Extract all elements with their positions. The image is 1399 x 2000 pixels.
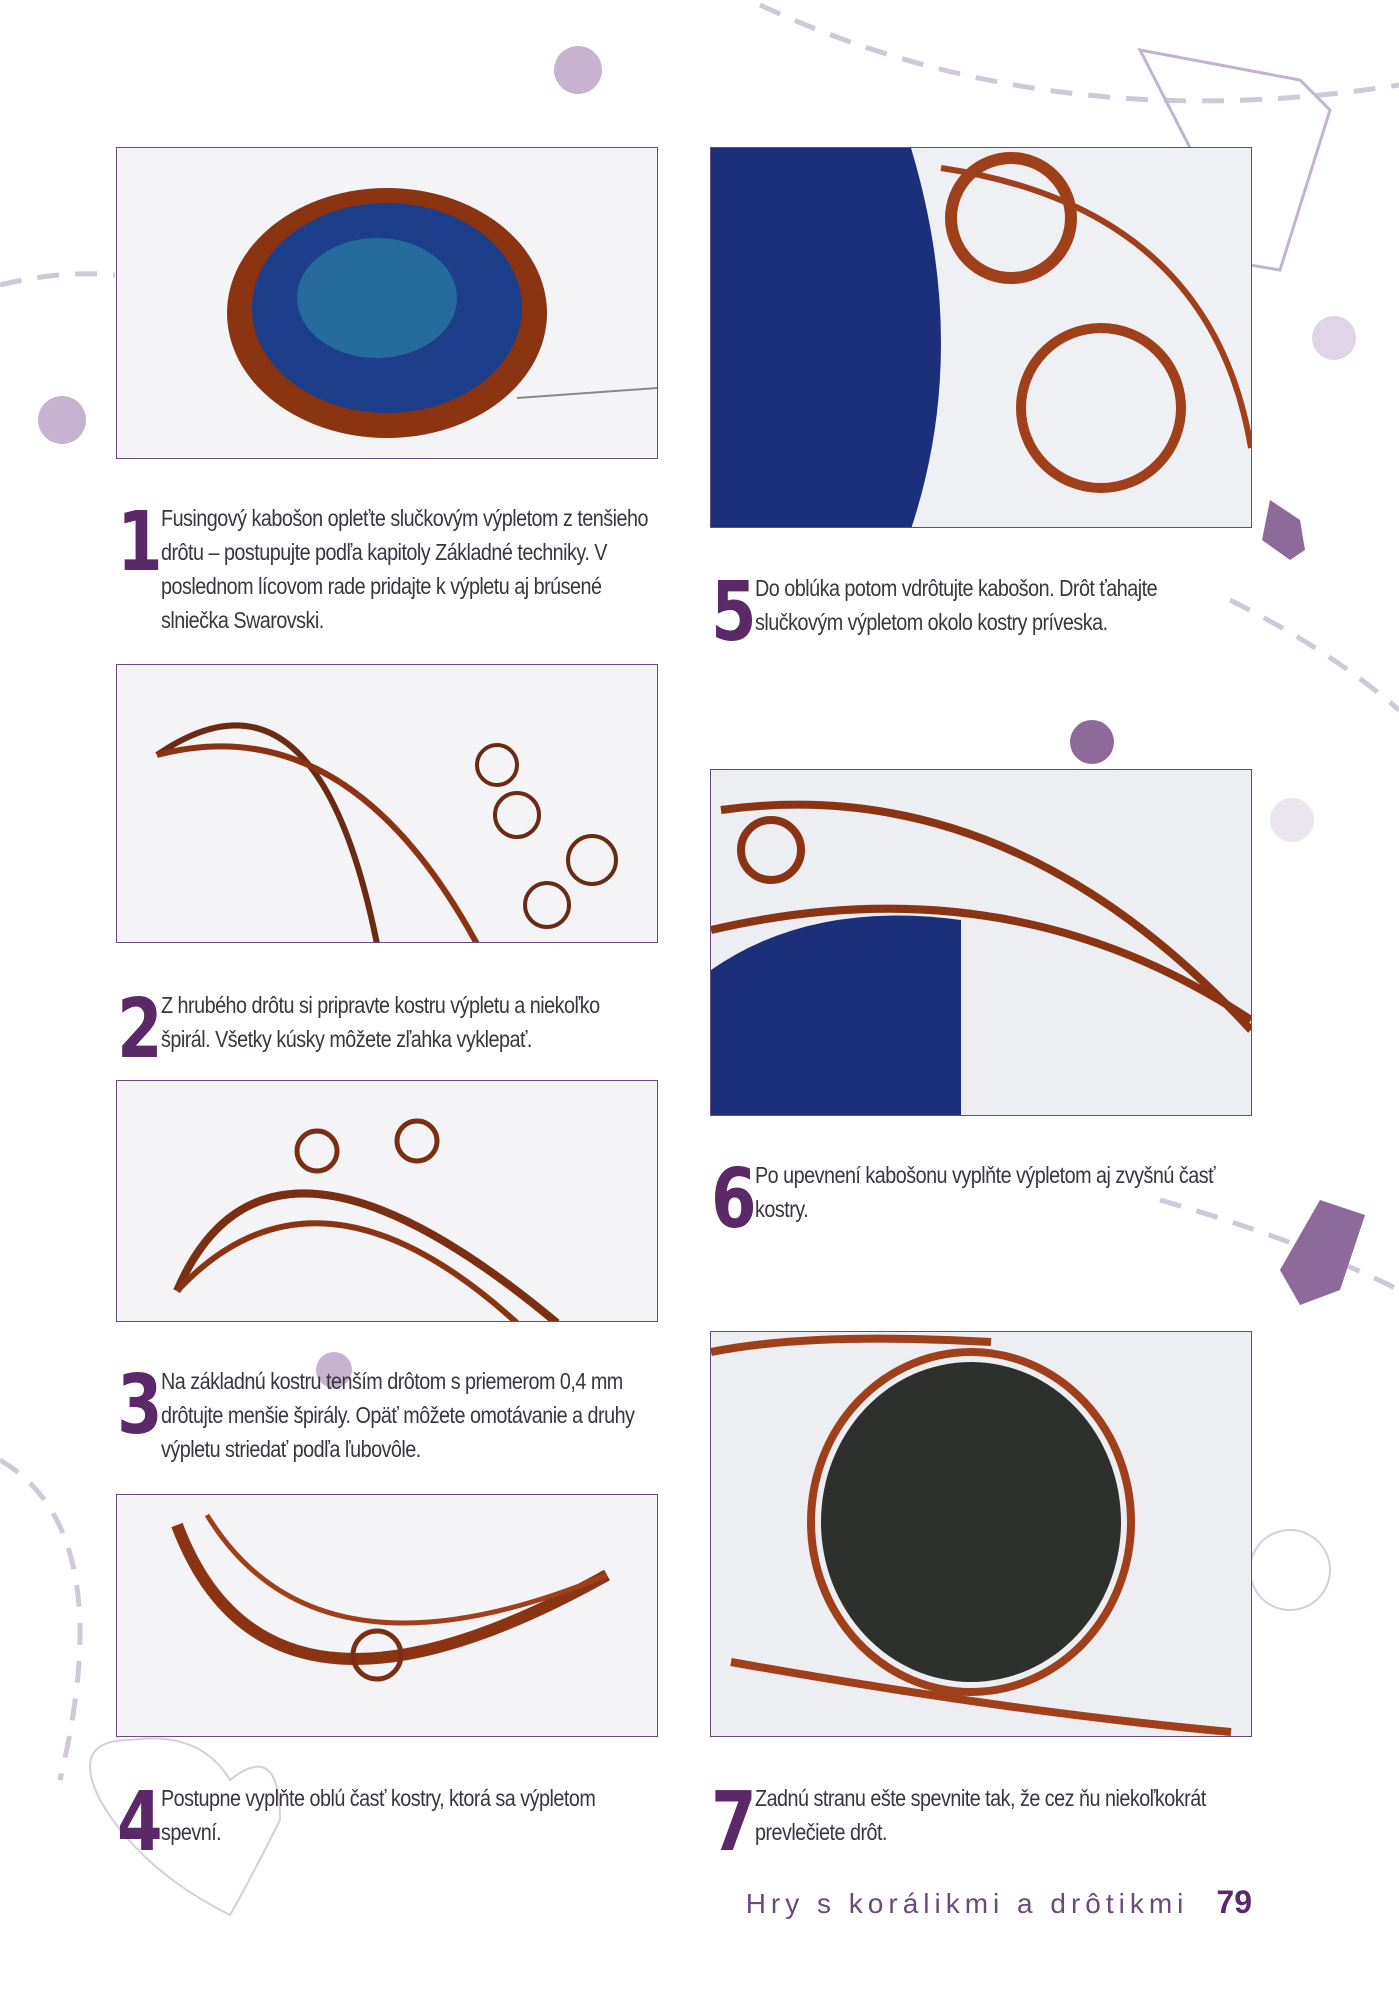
- photo-step-2: [116, 664, 658, 943]
- step-number: 7: [711, 1775, 757, 1870]
- step-text: Z hrubého drôtu si pripravte kostru výpl…: [161, 992, 600, 1052]
- step-text: Zadnú stranu ešte spevnite tak, že cez ň…: [755, 1785, 1206, 1845]
- photo-step-5: [710, 147, 1252, 528]
- step-1: 1 Fusingový kabošon opleťte slučkovým vý…: [117, 501, 731, 637]
- step-number: 1: [117, 495, 163, 590]
- step-text: Do oblúka potom vdrôtujte kabošon. Drôt …: [755, 575, 1158, 635]
- step-number: 3: [117, 1358, 163, 1453]
- photo-step-3: [116, 1080, 658, 1322]
- step-4: 4 Postupne vyplňte oblú časť kostry, kto…: [117, 1775, 731, 1870]
- step-text: Po upevnení kabošonu vyplňte výpletom aj…: [755, 1162, 1216, 1222]
- step-3: 3 Na základnú kostru tenším drôtom s pri…: [117, 1364, 731, 1466]
- step-text: Fusingový kabošon opleťte slučkovým výpl…: [161, 505, 649, 633]
- photo-step-6: [710, 769, 1252, 1116]
- step-2: 2 Z hrubého drôtu si pripravte kostru vý…: [117, 982, 731, 1077]
- step-number: 4: [117, 1775, 163, 1870]
- footer-book-title: Hry s korálikmi a drôtikmi: [745, 1888, 1189, 1919]
- photo-step-4: [116, 1494, 658, 1737]
- step-6: 6 Po upevnení kabošonu vyplňte výpletom …: [711, 1152, 1325, 1247]
- step-number: 2: [117, 982, 163, 1077]
- photo-step-7: [710, 1331, 1252, 1737]
- photo-step-1: [116, 147, 658, 459]
- step-5: 5 Do oblúka potom vdrôtujte kabošon. Drô…: [711, 565, 1325, 660]
- step-7: 7 Zadnú stranu ešte spevnite tak, že cez…: [711, 1775, 1325, 1870]
- step-text: Postupne vyplňte oblú časť kostry, ktorá…: [161, 1785, 596, 1845]
- page-footer: Hry s korálikmi a drôtikmi 79: [0, 1884, 1252, 1921]
- step-text: Na základnú kostru tenším drôtom s priem…: [161, 1368, 635, 1462]
- step-number: 6: [711, 1152, 757, 1247]
- step-number: 5: [711, 565, 757, 660]
- page-number: 79: [1216, 1884, 1252, 1920]
